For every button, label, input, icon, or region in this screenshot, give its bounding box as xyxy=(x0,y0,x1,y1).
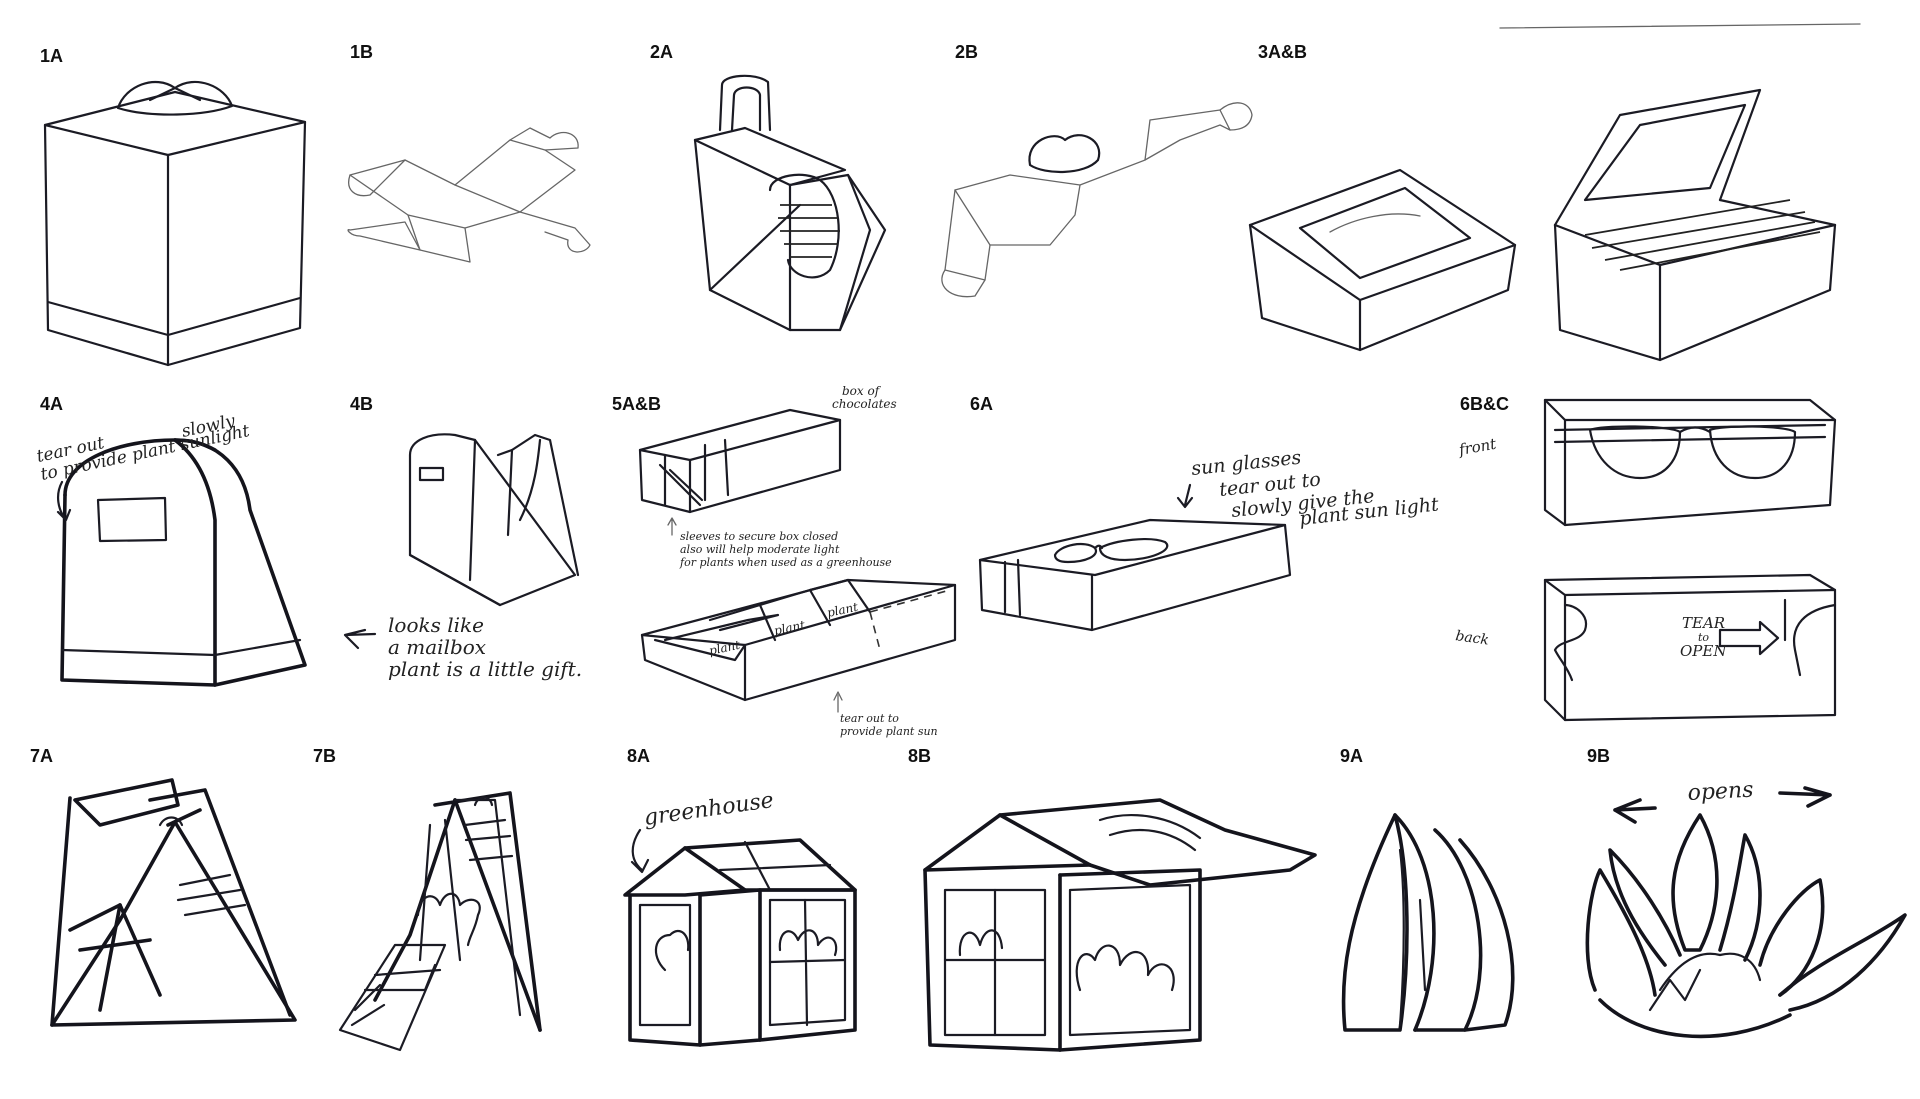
note-4a: tear out to provide plant sunlight slowl… xyxy=(35,411,582,681)
label-6bc: 6B&C xyxy=(1460,394,1509,414)
sketch-4b-mailbox-open xyxy=(408,433,580,607)
label-4b: 4B xyxy=(350,394,373,414)
note-5-tear-line1: tear out to xyxy=(840,712,899,725)
sketch-8b-greenhouse xyxy=(923,798,1317,1052)
sketch-6b-front xyxy=(1543,398,1837,527)
note-5-sleeve-line3: for plants when used as a greenhouse xyxy=(679,556,892,569)
label-2a: 2A xyxy=(650,42,673,62)
arrow-5-sleeve xyxy=(667,517,677,536)
sketch-4a-mailbox xyxy=(60,438,307,687)
label-7a: 7A xyxy=(30,746,53,766)
sketch-3b-box-open xyxy=(1553,88,1837,362)
note-6-back: back xyxy=(1454,628,1490,649)
note-6-tear3: OPEN xyxy=(1680,642,1727,660)
arrow-5-tear xyxy=(833,691,843,713)
arrow-4a-down xyxy=(56,480,72,522)
note-5-tear-line2: provide plant sun xyxy=(840,725,938,738)
sketch-2a-box xyxy=(693,74,887,332)
label-7b: 7B xyxy=(313,746,336,766)
note-6-front: front xyxy=(1457,435,1499,460)
note-5-plant2: plant xyxy=(773,618,807,638)
note-6a: sun glasses tear out to slowly give the … xyxy=(1176,447,1440,530)
note-5-box-line1: box of xyxy=(842,384,882,398)
note-5-plant1: plant xyxy=(708,638,742,658)
sketch-9a-bud xyxy=(1341,813,1515,1032)
sketch-5a-box xyxy=(638,408,842,514)
note-5-sleeve-line1: sleeves to secure box closed xyxy=(680,530,838,543)
sketch-6c-back: TEAR to OPEN xyxy=(1543,573,1837,722)
note-5-box-line2: chocolates xyxy=(832,397,897,411)
arrow-9b-right xyxy=(1778,786,1832,808)
sketch-5b-greenhouse-tray: plant plant plant xyxy=(640,578,957,702)
note-5-sleeve-line2: also will help moderate light xyxy=(680,543,840,556)
sketch-1b-net xyxy=(347,127,591,263)
note-6-tear2: to xyxy=(1698,631,1709,644)
sketch-7a-aframe xyxy=(50,778,297,1027)
arrow-8a xyxy=(630,828,650,874)
sketch-3a-box-closed xyxy=(1248,168,1517,352)
sketch-1a-box xyxy=(43,80,307,367)
sketch-2b-net xyxy=(941,102,1253,298)
note-5-plant3: plant xyxy=(826,600,860,620)
note-9b: opens xyxy=(1687,778,1754,806)
note-8a: greenhouse xyxy=(642,788,775,831)
arrow-6a xyxy=(1176,483,1194,509)
sketch-7b-aframe-open xyxy=(338,791,542,1052)
label-5ab: 5A&B xyxy=(612,394,661,414)
label-1b: 1B xyxy=(350,42,373,62)
label-8b: 8B xyxy=(908,746,931,766)
top-rule-line xyxy=(1499,23,1861,29)
note-4a-line4: looks like xyxy=(388,613,484,637)
sketch-8a-greenhouse: greenhouse xyxy=(623,788,857,1047)
label-2b: 2B xyxy=(955,42,978,62)
label-6a: 6A xyxy=(970,394,993,414)
label-3ab: 3A&B xyxy=(1258,42,1307,62)
label-9a: 9A xyxy=(1340,746,1363,766)
note-6-tear1: TEAR xyxy=(1682,614,1725,632)
sketch-9b-bloom: opens xyxy=(1585,778,1907,1039)
label-4a: 4A xyxy=(40,394,63,414)
sketch-6a-box xyxy=(978,518,1292,632)
note-4a-line5: a mailbox xyxy=(388,635,486,659)
note-4a-line6: plant is a little gift. xyxy=(388,657,582,681)
label-8a: 8A xyxy=(627,746,650,766)
arrow-9b-left xyxy=(1613,798,1657,824)
arrow-4a-left xyxy=(343,628,377,650)
label-1a: 1A xyxy=(40,46,63,66)
label-9b: 9B xyxy=(1587,746,1610,766)
